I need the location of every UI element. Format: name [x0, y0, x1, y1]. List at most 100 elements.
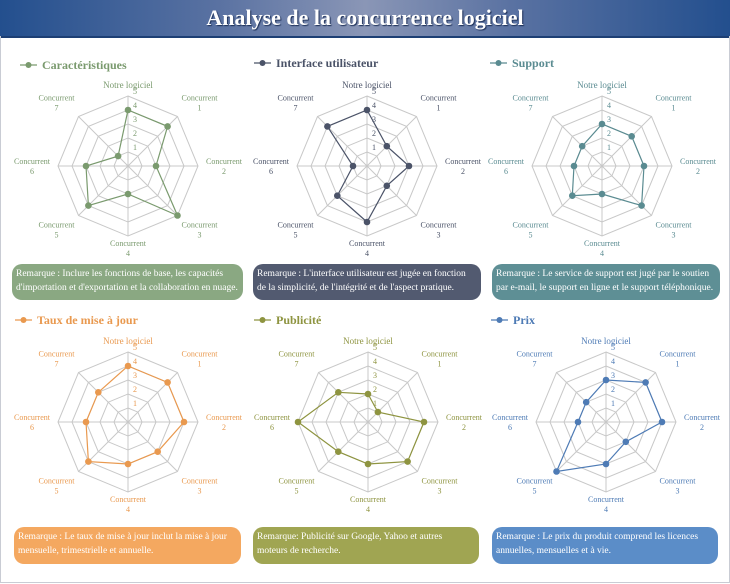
data-point — [85, 458, 92, 465]
legend-marker — [20, 317, 27, 323]
data-point — [405, 162, 413, 170]
data-point — [638, 202, 645, 209]
axis-label: Notre logiciel — [577, 80, 627, 90]
axis-label: Notre logiciel — [342, 80, 392, 90]
data-point — [602, 376, 610, 384]
data-point — [364, 460, 372, 468]
tick-label: 4 — [133, 357, 137, 366]
tick-label: 2 — [607, 129, 611, 138]
data-point — [374, 408, 382, 416]
data-point — [642, 379, 649, 386]
tick-label: 1 — [133, 399, 137, 408]
tick-label: 4 — [611, 357, 615, 366]
data-point — [602, 460, 610, 468]
grid-spoke — [556, 421, 607, 472]
data-point — [164, 123, 171, 130]
data-point — [622, 438, 630, 446]
data-point — [124, 362, 132, 370]
tick-label: 5 — [611, 343, 615, 352]
data-point — [570, 162, 578, 170]
page-title: Analyse de la concurrence logiciel — [206, 5, 524, 30]
data-point — [174, 212, 181, 219]
tick-label: 3 — [607, 115, 611, 124]
grid-spoke — [556, 372, 607, 423]
remark-caracteristiques: Remarque : Inclure les fonctions de base… — [12, 264, 243, 300]
tick-label: 1 — [373, 399, 377, 408]
tick-label: 3 — [133, 371, 137, 380]
grid-spoke — [317, 165, 368, 216]
remark-prix: Remarque : Le prix du produit comprend l… — [492, 527, 718, 564]
data-point — [294, 418, 302, 426]
remark-publicite: Remarque: Publicité sur Google, Yahoo et… — [253, 527, 479, 564]
data-point — [404, 458, 411, 465]
grid-spoke — [78, 372, 129, 423]
data-point — [598, 190, 606, 198]
data-point — [114, 152, 122, 160]
data-point — [420, 418, 428, 426]
legend-label: Support — [512, 56, 554, 70]
tick-label: 2 — [373, 385, 377, 394]
data-point — [658, 418, 666, 426]
data-point — [574, 418, 582, 426]
remark-support: Remarque : Le service de support est jug… — [492, 264, 720, 300]
remark-interface: Remarque : L'interface utilisateur est j… — [253, 264, 481, 300]
legend-label: Publicité — [276, 313, 322, 327]
grid-spoke — [552, 116, 603, 167]
legend-label: Taux de mise à jour — [37, 313, 139, 327]
tick-label: 4 — [607, 101, 611, 110]
grid-spoke — [366, 116, 417, 167]
data-point — [82, 418, 90, 426]
legend-label: Caractéristiques — [42, 58, 127, 72]
data-point — [335, 448, 342, 455]
legend-label: Prix — [513, 313, 535, 327]
data-point — [363, 218, 371, 226]
tick-label: 5 — [133, 87, 137, 96]
grid-spoke — [318, 372, 369, 423]
legend-marker — [495, 60, 502, 66]
tick-label: 2 — [372, 129, 376, 138]
grid-spoke — [366, 165, 417, 216]
data-point — [95, 389, 102, 396]
data-point — [164, 379, 171, 386]
tick-label: 5 — [373, 343, 377, 352]
data-point — [582, 398, 590, 406]
tick-label: 2 — [611, 385, 615, 394]
legend-label: Interface utilisateur — [276, 56, 379, 70]
tick-label: 4 — [133, 101, 137, 110]
data-point — [383, 182, 391, 190]
data-point — [152, 162, 160, 170]
tick-label: 5 — [372, 87, 376, 96]
data-point — [640, 162, 648, 170]
data-point — [598, 120, 606, 128]
tick-label: 3 — [133, 115, 137, 124]
legend-marker — [259, 317, 266, 323]
tick-label: 2 — [133, 129, 137, 138]
tick-label: 1 — [607, 143, 611, 152]
